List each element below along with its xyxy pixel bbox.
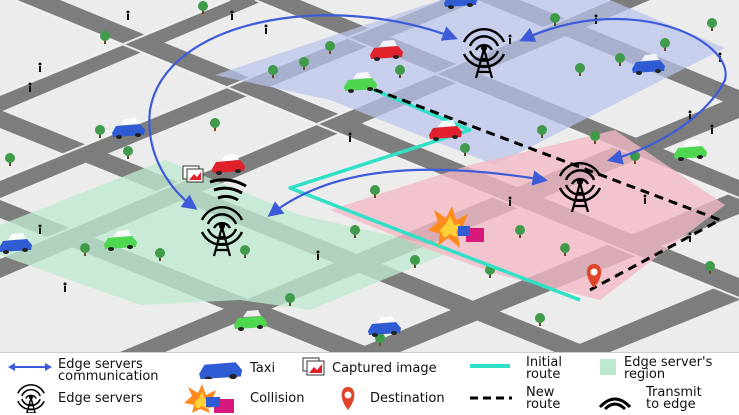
legend-captured-image: Captured image <box>332 361 437 376</box>
legend-taxi: Taxi <box>250 361 276 376</box>
initial-route-icon <box>470 364 510 368</box>
edge-communication-arrows <box>148 14 727 217</box>
legend-destination: Destination <box>370 391 445 406</box>
region-icon <box>600 359 616 375</box>
new-route-icon <box>470 396 512 400</box>
new-route <box>359 82 722 292</box>
captured-image-legend-icon <box>302 357 325 376</box>
edge-server-icon <box>17 384 45 413</box>
destination-icon <box>341 387 355 410</box>
edge-region-green <box>0 160 455 310</box>
transmit-icon <box>598 397 632 411</box>
legend-edge-servers: Edge servers <box>58 391 143 406</box>
collision-icon <box>184 384 234 413</box>
edge-comm-arrow-icon <box>8 363 52 371</box>
legend-collision: Collision <box>250 391 305 406</box>
destination-pin <box>586 264 602 288</box>
taxi-icon <box>199 357 243 379</box>
city-scene <box>0 0 739 352</box>
